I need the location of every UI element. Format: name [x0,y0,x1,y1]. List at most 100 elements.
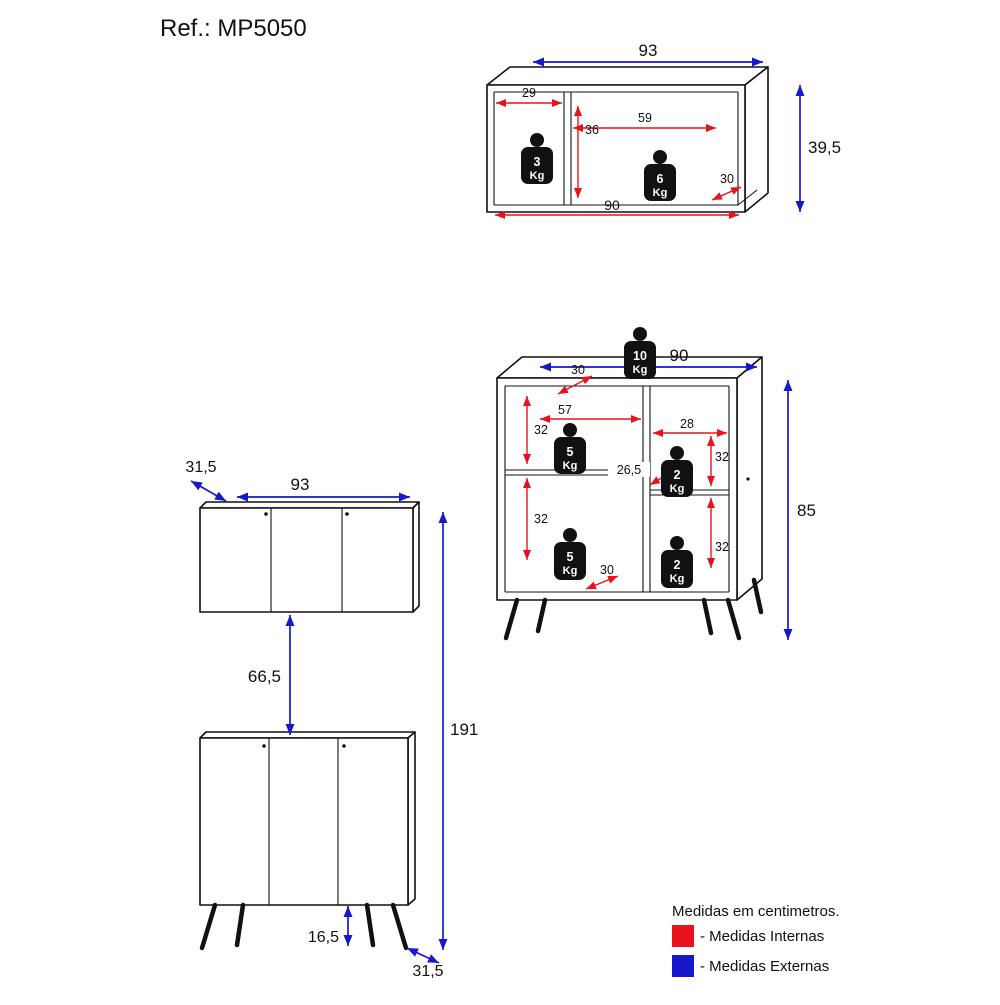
weight-icon-2kg-bottom: 2 Kg [661,536,693,588]
side-panel-dot [746,477,750,481]
dim-base-left-top-height: 32 [534,423,548,437]
weight-unit: Kg [563,460,578,472]
dim-base-left-width: 57 [558,403,572,417]
weight-body [554,437,586,474]
dim-front-base-depth: 31,5 [412,963,443,980]
dim-wall-int-left: 29 [522,86,536,100]
dim-line-base-depth [406,947,440,964]
base-front-side-edge [407,731,416,906]
dim-line-base-bottom-depth [585,575,619,590]
weight-body [661,550,693,588]
weight-icon-10kg: 10 Kg [624,327,656,379]
dim-base-top-depth: 30 [571,363,585,377]
base-cabinet-leg [503,597,520,641]
weight-head [653,150,667,164]
wall-front-face [199,507,414,613]
dim-line-base-top-depth [557,375,593,395]
base-cabinet-leg [535,597,548,634]
dim-front-wall-depth: 31,5 [185,459,216,476]
weight-icon-2kg-top: 2 Kg [661,446,693,497]
weight-head [633,327,647,341]
door-handle [264,512,268,516]
wall-cabinet-top-face [486,66,769,86]
weight-head [563,423,577,437]
weight-unit: Kg [670,573,685,585]
base-front-face [199,737,409,906]
weight-unit: Kg [653,187,668,199]
legend-internal-swatch [672,925,694,947]
label-backing [608,462,650,477]
dim-front-wall-width: 93 [291,475,310,494]
legend-heading: Medidas em centimetros. [672,903,840,920]
dim-wall-int-right: 59 [638,111,652,125]
base-front-leg [199,902,218,951]
dim-front-total-height: 191 [450,720,478,739]
legend-external-swatch [672,955,694,977]
weight-value: 6 [657,172,664,186]
dim-line-wall-depth [190,480,227,502]
dim-base-shelf-depth: 26,5 [617,463,641,477]
weight-unit: Kg [530,170,545,182]
base-cabinet-leg [751,577,764,615]
weight-icon-3kg: 3 Kg [521,133,553,184]
weight-head [563,528,577,542]
weight-value: 5 [567,445,574,459]
base-cabinet-leg [701,597,714,636]
weight-body [661,460,693,497]
dim-base-right-top-height: 32 [715,450,729,464]
base-cabinet-3d: 10 Kg 5 Kg 2 Kg 5 Kg 2 Kg 90 85 [496,327,816,641]
weight-head [530,133,544,147]
weight-body [554,542,586,580]
dim-wall-int-depth: 30 [720,172,734,186]
base-front-leg [390,902,409,951]
dim-line-wall-int-depth [711,186,742,201]
weight-head [670,536,684,550]
weight-unit: Kg [670,483,685,495]
dim-wall-int-height: 36 [585,123,599,137]
page-title: Ref.: MP5050 [160,15,307,42]
base-cabinet-front-face [496,377,738,601]
legend-external-label: - Medidas Externas [700,958,829,975]
dim-base-shelf-depth-label: 26,5 [608,462,650,477]
dim-wall-ext-width: 93 [639,41,658,60]
dim-wall-int-width: 90 [604,197,620,213]
wall-cabinet-3d: 3 Kg 6 Kg 93 39,5 29 59 36 30 90 [486,41,841,219]
weight-value: 3 [534,155,541,169]
dim-base-right-bottom-height: 32 [715,540,729,554]
weight-icon-5kg-bottom: 5 Kg [554,528,586,580]
wall-front-side-edge [412,501,420,613]
weight-unit: Kg [563,565,578,577]
weight-icon-5kg-top: 5 Kg [554,423,586,474]
dim-wall-ext-height: 39,5 [808,138,841,157]
weight-value: 10 [633,349,647,363]
cabinet-set-front-view: 31,5 93 66,5 191 16,5 31,5 [185,459,478,980]
dim-base-left-bottom-height: 32 [534,512,548,526]
wall-cabinet-bottom-depth-edge [737,189,758,206]
weight-body [644,164,676,201]
dim-base-ext-width: 90 [670,346,689,365]
weight-unit: Kg [633,364,648,376]
weight-head [670,446,684,460]
base-front-leg [234,902,246,948]
dim-base-bottom-depth: 30 [600,563,614,577]
weight-value: 5 [567,550,574,564]
base-front-top-edge [199,731,416,739]
base-cabinet-leg [725,597,742,641]
legend-internal-label: - Medidas Internas [700,928,824,945]
weight-value: 2 [674,468,681,482]
weight-body [624,341,656,379]
door-handle [345,512,349,516]
dim-front-leg-height: 16,5 [308,929,339,946]
weight-icon-6kg: 6 Kg [644,150,676,201]
dim-front-gap: 66,5 [248,667,281,686]
wall-front-top-edge [199,501,420,509]
dim-base-ext-height: 85 [797,501,816,520]
legend: Medidas em centimetros. - Medidas Intern… [672,903,840,977]
base-front-leg [364,902,376,948]
dim-base-right-width: 28 [680,417,694,431]
door-handle [262,744,266,748]
weight-value: 2 [674,558,681,572]
door-handle [342,744,346,748]
